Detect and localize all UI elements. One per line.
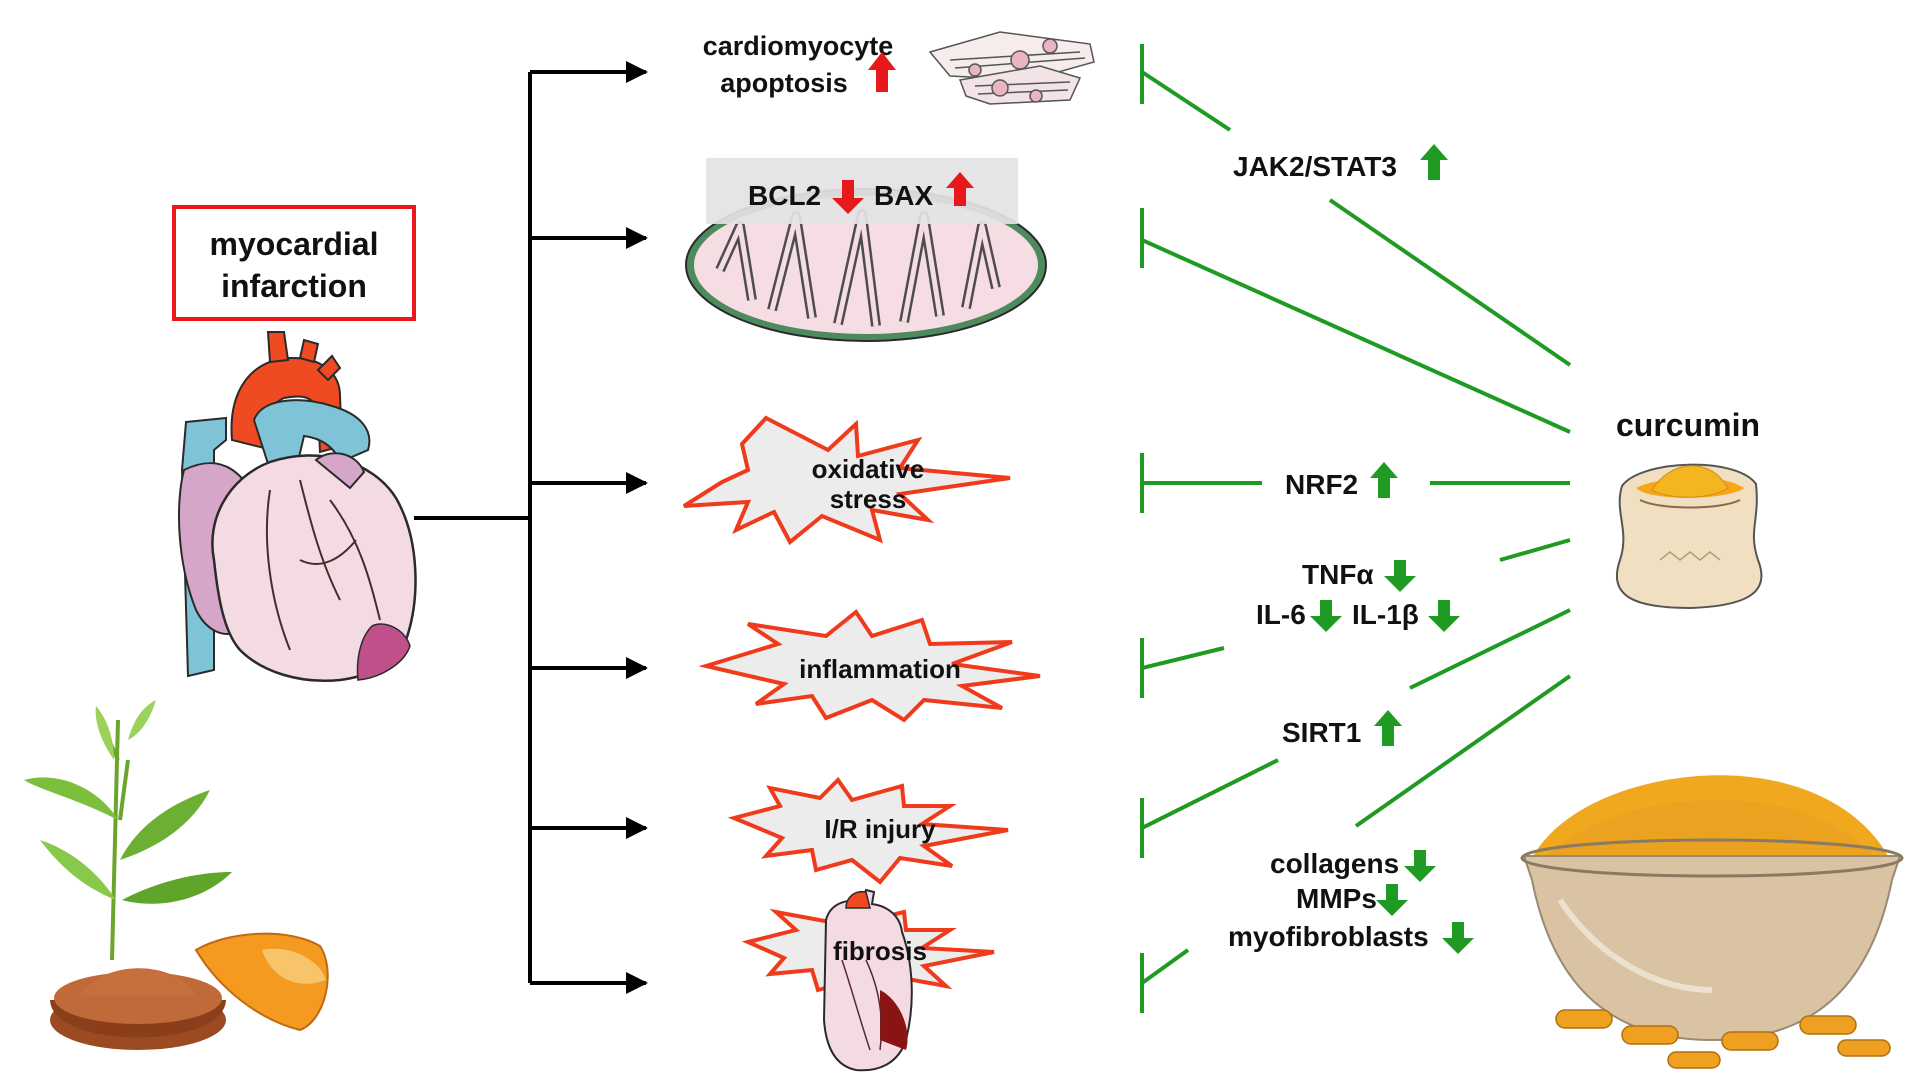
mitochondrion-icon — [685, 158, 1047, 342]
turmeric-plant-icon — [24, 700, 329, 1050]
ir-injury-label: I/R injury — [824, 814, 936, 844]
nrf2-up-arrow-icon — [1370, 462, 1398, 498]
heart-illustration — [178, 331, 417, 682]
jak-up-arrow-icon — [1420, 144, 1448, 180]
burst-inflammation: inflammation — [698, 609, 1041, 723]
turmeric-powder-bowl-icon — [1520, 775, 1904, 1069]
oxidative-line2: stress — [830, 484, 907, 514]
bcl2-down-arrow-icon — [832, 180, 864, 214]
il1b-down-arrow-icon — [1428, 600, 1460, 632]
collagens-label: collagens — [1270, 848, 1399, 879]
bcl2-bax-labels: BCL2 BAX — [748, 172, 974, 214]
apoptosis-up-arrow-icon — [868, 52, 896, 92]
myofibroblasts-label: myofibroblasts — [1228, 921, 1429, 952]
apoptosis-line2: apoptosis — [720, 68, 848, 98]
bax-label: BAX — [874, 180, 933, 211]
collagens-down-arrow-icon — [1404, 850, 1436, 882]
mi-box: myocardial infarction — [172, 205, 416, 321]
mediator-fibrosis-markers: collagens MMPs myofibroblasts — [1228, 848, 1474, 954]
curcumin-label: curcumin — [1616, 407, 1760, 443]
burst-oxidative-stress: oxidative stress — [682, 415, 1011, 546]
mediator-sirt1: SIRT1 — [1282, 710, 1402, 748]
jak-stat-label: JAK2/STAT3 — [1233, 151, 1397, 182]
cardiomyocyte-cells-icon — [928, 31, 1095, 105]
il6-label: IL-6 — [1256, 599, 1306, 630]
inhibition-lines — [1140, 44, 1572, 1013]
apoptosis-line1: cardiomyocyte — [703, 31, 894, 61]
fibrosis-label: fibrosis — [833, 936, 927, 966]
bax-up-arrow-icon — [946, 172, 974, 206]
sirt1-label: SIRT1 — [1282, 717, 1361, 748]
inflammation-label: inflammation — [799, 654, 961, 684]
mi-line1: myocardial — [210, 226, 379, 262]
outcome-apoptosis: cardiomyocyte apoptosis — [703, 31, 896, 98]
nrf2-label: NRF2 — [1285, 469, 1358, 500]
sirt1-up-arrow-icon — [1374, 710, 1402, 746]
oxidative-line1: oxidative — [812, 454, 925, 484]
mediator-jak-stat: JAK2/STAT3 — [1233, 144, 1448, 182]
mediator-nrf2: NRF2 — [1285, 462, 1398, 500]
burst-ir-injury: I/R injury — [727, 776, 1009, 885]
small-heart-icon — [822, 888, 913, 1072]
il6-down-arrow-icon — [1310, 600, 1342, 632]
mediator-cytokines: TNFα IL-6 IL-1β — [1256, 559, 1460, 632]
curcumin-sack-icon — [1615, 463, 1763, 610]
myofibroblasts-down-arrow-icon — [1442, 922, 1474, 954]
cause-arrows — [414, 61, 648, 994]
il1b-label: IL-1β — [1352, 599, 1419, 630]
mi-line2: infarction — [221, 268, 367, 304]
mmps-down-arrow-icon — [1376, 884, 1408, 916]
bcl2-label: BCL2 — [748, 180, 821, 211]
tnf-down-arrow-icon — [1384, 560, 1416, 592]
tnf-label: TNFα — [1302, 559, 1374, 590]
mmps-label: MMPs — [1296, 883, 1377, 914]
